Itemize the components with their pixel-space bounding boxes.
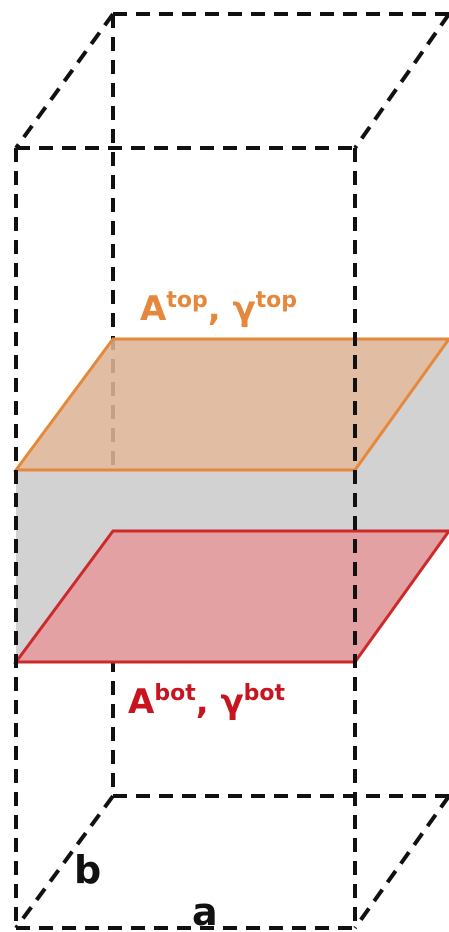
axis-b-label: b: [74, 848, 101, 892]
top-surface-label: Atop, γtop: [140, 288, 297, 329]
top-label-base: A: [140, 289, 167, 329]
top-label-separator: , γ: [208, 289, 256, 329]
bottom-surface-label: Abot, γbot: [128, 681, 286, 722]
top-label-sup2: top: [256, 288, 297, 313]
top-label-sup1: top: [166, 288, 207, 313]
top-left-depth-edge: [14, 12, 115, 150]
bottom-left-depth-edge: [14, 794, 115, 930]
bottom-right-depth-edge: [353, 794, 449, 930]
top-right-depth-edge: [353, 12, 449, 150]
bottom-label-separator: , γ: [196, 682, 244, 722]
bottom-label-sup2: bot: [244, 681, 286, 706]
axis-a-label: a: [192, 890, 218, 932]
bottom-label-sup1: bot: [154, 681, 196, 706]
box-front-edges: [14, 12, 449, 930]
bottom-label-base: A: [128, 682, 155, 722]
